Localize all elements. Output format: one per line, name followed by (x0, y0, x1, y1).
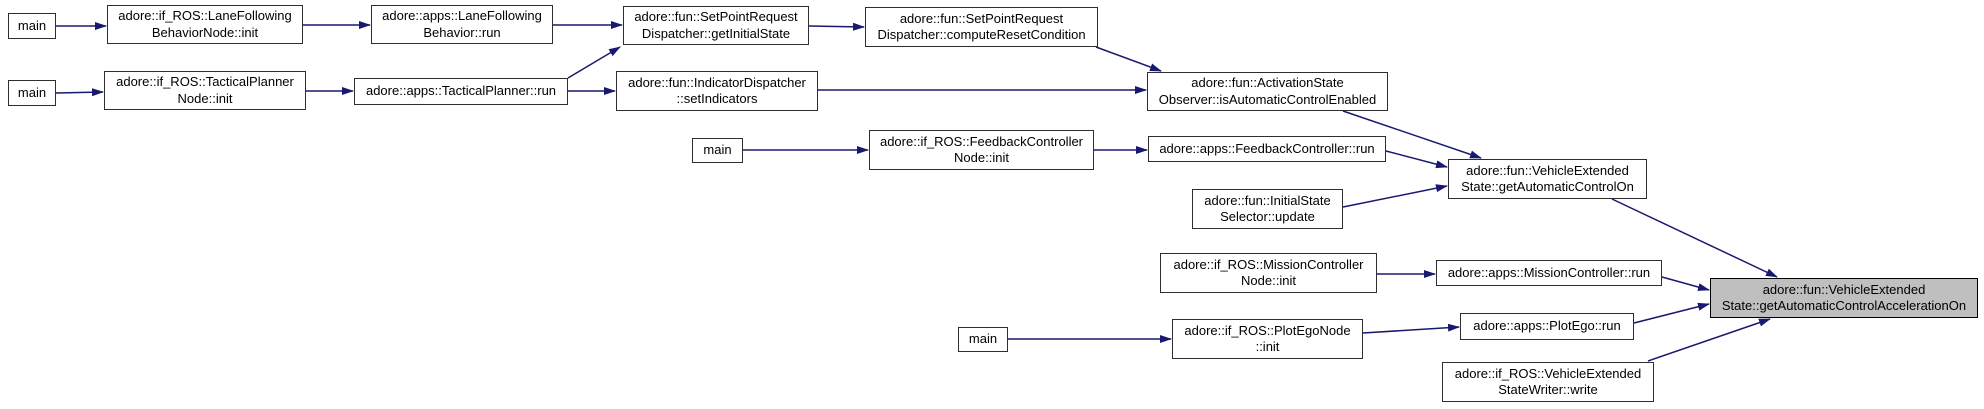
node-lanefollowing-behavior-node-init[interactable]: adore::if_ROS::LaneFollowing BehaviorNod… (107, 5, 303, 44)
edge-plotego-node-init-to-plotego-run (1362, 323, 1460, 334)
node-indicatordispatcher-setindicators[interactable]: adore::fun::IndicatorDispatcher ::setInd… (616, 71, 818, 111)
edge-missioncontroller-run-to-vehicleextendedstate-getautomaticcontrolaccelerationon (1661, 276, 1710, 291)
edge-initialstate-selector-update-to-vehicleextendedstate-getautomaticcontrolon (1342, 184, 1448, 208)
edge-main-2-to-tacticalplanner-node-init (55, 88, 104, 97)
node-plotego-node-init[interactable]: adore::if_ROS::PlotEgoNode ::init (1172, 319, 1363, 359)
edge-vehicleextendedstatewriter-write-to-vehicleextendedstate-getautomaticcontrolaccelerationon (1647, 318, 1771, 362)
node-tacticalplanner-run[interactable]: adore::apps::TacticalPlanner::run (354, 78, 568, 105)
node-feedbackcontroller-run[interactable]: adore::apps::FeedbackController::run (1148, 136, 1386, 162)
node-main-3[interactable]: main (692, 138, 743, 163)
node-main-4[interactable]: main (958, 327, 1008, 352)
node-missioncontroller-run[interactable]: adore::apps::MissionController::run (1436, 260, 1662, 286)
edge-tacticalplanner-run-to-setpointrequest-dispatcher-getinitialstate (567, 46, 621, 79)
node-feedbackcontroller-node-init[interactable]: adore::if_ROS::FeedbackController Node::… (869, 130, 1094, 170)
node-setpointrequest-dispatcher-computeresetcondition[interactable]: adore::fun::SetPointRequest Dispatcher::… (865, 7, 1098, 47)
node-main-2[interactable]: main (8, 80, 56, 106)
node-vehicleextendedstatewriter-write[interactable]: adore::if_ROS::VehicleExtended StateWrit… (1442, 362, 1654, 402)
node-initialstate-selector-update[interactable]: adore::fun::InitialState Selector::updat… (1192, 189, 1343, 229)
edge-setpointrequest-dispatcher-getinitialstate-to-setpointrequest-dispatcher-computeresetcondition (808, 22, 865, 31)
node-vehicleextendedstate-getautomaticcontrolon[interactable]: adore::fun::VehicleExtended State::getAu… (1448, 159, 1647, 199)
node-activationstate-observer-isautomaticcontrolenabled[interactable]: adore::fun::ActivationState Observer::is… (1147, 72, 1388, 111)
edge-plotego-run-to-vehicleextendedstate-getautomaticcontrolaccelerationon (1633, 302, 1710, 324)
node-lanefollowing-behavior-run[interactable]: adore::apps::LaneFollowing Behavior::run (371, 5, 553, 44)
edge-feedbackcontroller-run-to-vehicleextendedstate-getautomaticcontrolon (1385, 150, 1448, 169)
edge-setpointrequest-dispatcher-computeresetcondition-to-activationstate-observer-isautomaticcontrolenabled (1095, 46, 1162, 72)
node-missioncontroller-node-init[interactable]: adore::if_ROS::MissionController Node::i… (1160, 253, 1377, 293)
node-vehicleextendedstate-getautomaticcontrolaccelerationon[interactable]: adore::fun::VehicleExtended State::getAu… (1710, 278, 1978, 318)
node-main-1[interactable]: main (8, 13, 56, 39)
node-setpointrequest-dispatcher-getinitialstate[interactable]: adore::fun::SetPointRequest Dispatcher::… (623, 6, 809, 45)
node-tacticalplanner-node-init[interactable]: adore::if_ROS::TacticalPlanner Node::ini… (104, 71, 306, 110)
node-plotego-run[interactable]: adore::apps::PlotEgo::run (1460, 313, 1634, 340)
